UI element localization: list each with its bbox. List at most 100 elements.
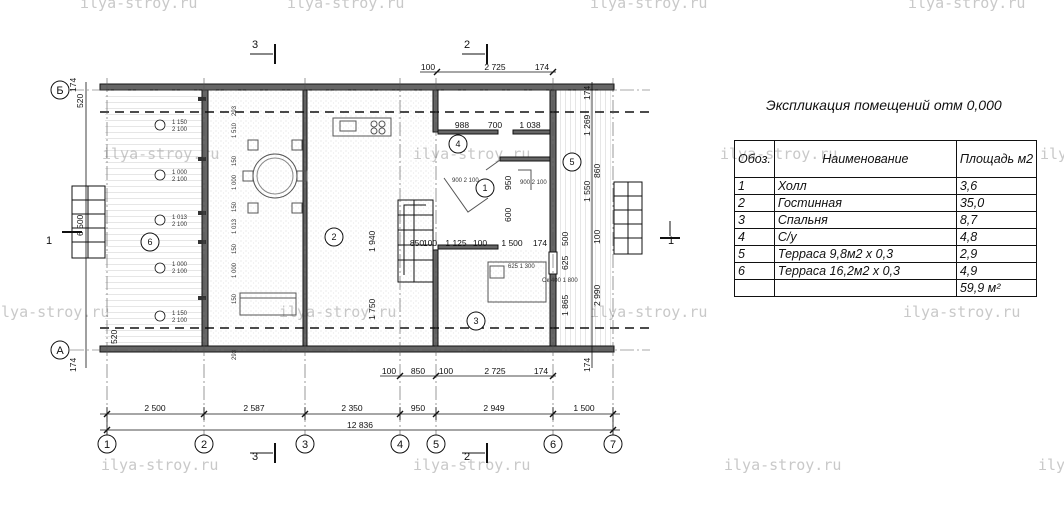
axis-6: 6 bbox=[550, 439, 556, 451]
table-row: 6 Терраса 16,2м2 х 0,3 4,9 bbox=[734, 262, 1038, 280]
living-floor bbox=[210, 90, 435, 346]
grid-lines bbox=[70, 78, 650, 438]
window-mark: 2 100 bbox=[172, 318, 188, 324]
watermark: ilya-stroy.ru bbox=[80, 0, 198, 12]
dim-right: 1 269 bbox=[582, 114, 592, 136]
watermark: ilya-stroy.ru bbox=[903, 303, 1021, 321]
window-mark: 2 100 bbox=[172, 222, 188, 228]
section-label-2-top: 2 bbox=[464, 39, 470, 51]
dim-col: 150 bbox=[232, 155, 238, 166]
dim-col: 1 013 bbox=[232, 218, 238, 234]
dim-left: 6 500 bbox=[75, 214, 85, 236]
window-mark: 1 150 bbox=[172, 120, 188, 126]
window-mark: 2 100 bbox=[172, 127, 188, 133]
total-area: 59,9 м² bbox=[955, 279, 1038, 297]
dim-bottom: 174 bbox=[534, 366, 548, 376]
dim-right: 174 bbox=[582, 86, 592, 100]
dim-col: 1 000 bbox=[232, 174, 238, 190]
axis-3: 3 bbox=[302, 439, 308, 451]
room-bubbles bbox=[140, 134, 582, 331]
watermark: ilya-stroy.ru bbox=[1038, 456, 1064, 474]
axis-a: А bbox=[56, 345, 64, 357]
door-mark: 900 2 100 bbox=[520, 180, 547, 186]
dim-stair: 950 bbox=[503, 176, 513, 190]
kitchen-counter bbox=[332, 117, 392, 137]
terrace-posts bbox=[198, 97, 206, 300]
cell-code: 5 bbox=[734, 245, 775, 263]
dim-col: 150 bbox=[232, 243, 238, 254]
window-mark: 2 100 bbox=[172, 177, 188, 183]
dim-col: 150 bbox=[232, 201, 238, 212]
axis-4: 4 bbox=[397, 439, 403, 451]
dim-right: 500 bbox=[560, 232, 570, 246]
cell-name: Терраса 16,2м2 х 0,3 bbox=[773, 262, 957, 280]
door-mark: 900 2 100 bbox=[452, 178, 479, 184]
section-markers bbox=[62, 44, 680, 463]
room-5-label: 5 bbox=[569, 157, 574, 167]
dim-bottom: 850 bbox=[411, 366, 425, 376]
section-label-2-bottom: 2 bbox=[464, 451, 470, 463]
window-mark: 1 150 bbox=[172, 311, 188, 317]
dim-stair: 1 750 bbox=[367, 298, 377, 320]
dim-col: 1 000 bbox=[232, 262, 238, 278]
stairs-left bbox=[71, 185, 106, 259]
watermark: ilya-stroy.ru bbox=[101, 456, 219, 474]
dim-mid: 100 bbox=[473, 238, 487, 248]
dim-top: 174 bbox=[535, 62, 549, 72]
cell-area: 35,0 bbox=[955, 194, 1038, 212]
dim-right: 860 bbox=[592, 164, 602, 178]
cell-area: 4,8 bbox=[955, 228, 1038, 246]
watermark: ilya-stroy.ru bbox=[590, 0, 708, 12]
section-label-1-right: 1 bbox=[668, 235, 674, 247]
room-4-label: 4 bbox=[455, 139, 460, 149]
terrace-floor-right bbox=[560, 90, 614, 346]
bed bbox=[487, 261, 547, 303]
explication-title: Экспликация помещений отм 0,000 bbox=[766, 97, 1002, 113]
door-mark: Ок 400 1 800 bbox=[542, 278, 578, 284]
explication-table: Обоз. Наименование Площадь м2 1 Холл 3,6… bbox=[734, 140, 1038, 297]
section-label-3-top: 3 bbox=[252, 39, 258, 51]
table-header-row: Обоз. Наименование Площадь м2 bbox=[734, 140, 1038, 178]
dim-chain: 2 587 bbox=[243, 403, 265, 413]
dim-bottom: 100 bbox=[382, 366, 396, 376]
room-2-label: 2 bbox=[331, 232, 336, 242]
dim-top: 2 725 bbox=[484, 62, 506, 72]
table-row: 1 Холл 3,6 bbox=[734, 177, 1038, 195]
cell-name bbox=[773, 279, 957, 297]
dashed-lines bbox=[100, 111, 650, 329]
watermark: ilya-stroy.ru bbox=[908, 0, 1026, 12]
dim-left: 520 bbox=[109, 330, 119, 344]
axis-b: Б bbox=[56, 85, 63, 97]
table-row: 2 Гостинная 35,0 bbox=[734, 194, 1038, 212]
window-mark: 1 000 bbox=[172, 170, 188, 176]
axis-1: 1 bbox=[104, 439, 110, 451]
section-label-1-left: 1 bbox=[46, 235, 52, 247]
cell-code: 6 bbox=[734, 262, 775, 280]
cell-code: 1 bbox=[734, 177, 775, 195]
table-total-row: 59,9 м² bbox=[734, 279, 1038, 297]
dim-stair: 1 940 bbox=[367, 230, 377, 252]
dim-mid: 1 500 bbox=[501, 238, 523, 248]
watermark: ilya-stroy.ru bbox=[0, 303, 110, 321]
dim-right: 625 bbox=[560, 256, 570, 270]
dim-chain: 1 500 bbox=[573, 403, 595, 413]
window-mark: 2 100 bbox=[172, 269, 188, 275]
dim-chain: 950 bbox=[411, 403, 425, 413]
section-label-3-bottom: 3 bbox=[252, 451, 258, 463]
dim-wall: 700 bbox=[488, 120, 502, 130]
dim-col: 293 bbox=[232, 349, 238, 360]
cell-name: Холл bbox=[773, 177, 957, 195]
axis-7: 7 bbox=[610, 439, 616, 451]
dim-stair: 600 bbox=[503, 208, 513, 222]
dim-mid: 174 bbox=[533, 238, 547, 248]
dim-overall: 12 836 bbox=[347, 420, 373, 430]
axis-2: 2 bbox=[201, 439, 207, 451]
dim-left: 174 bbox=[68, 78, 78, 92]
dim-right: 1 865 bbox=[560, 294, 570, 316]
dim-wall: 1 038 bbox=[519, 120, 541, 130]
room-3-label: 3 bbox=[473, 316, 478, 326]
dim-mid: 850 bbox=[410, 238, 424, 248]
dimension-ticks bbox=[103, 68, 617, 434]
sofa bbox=[239, 292, 297, 316]
